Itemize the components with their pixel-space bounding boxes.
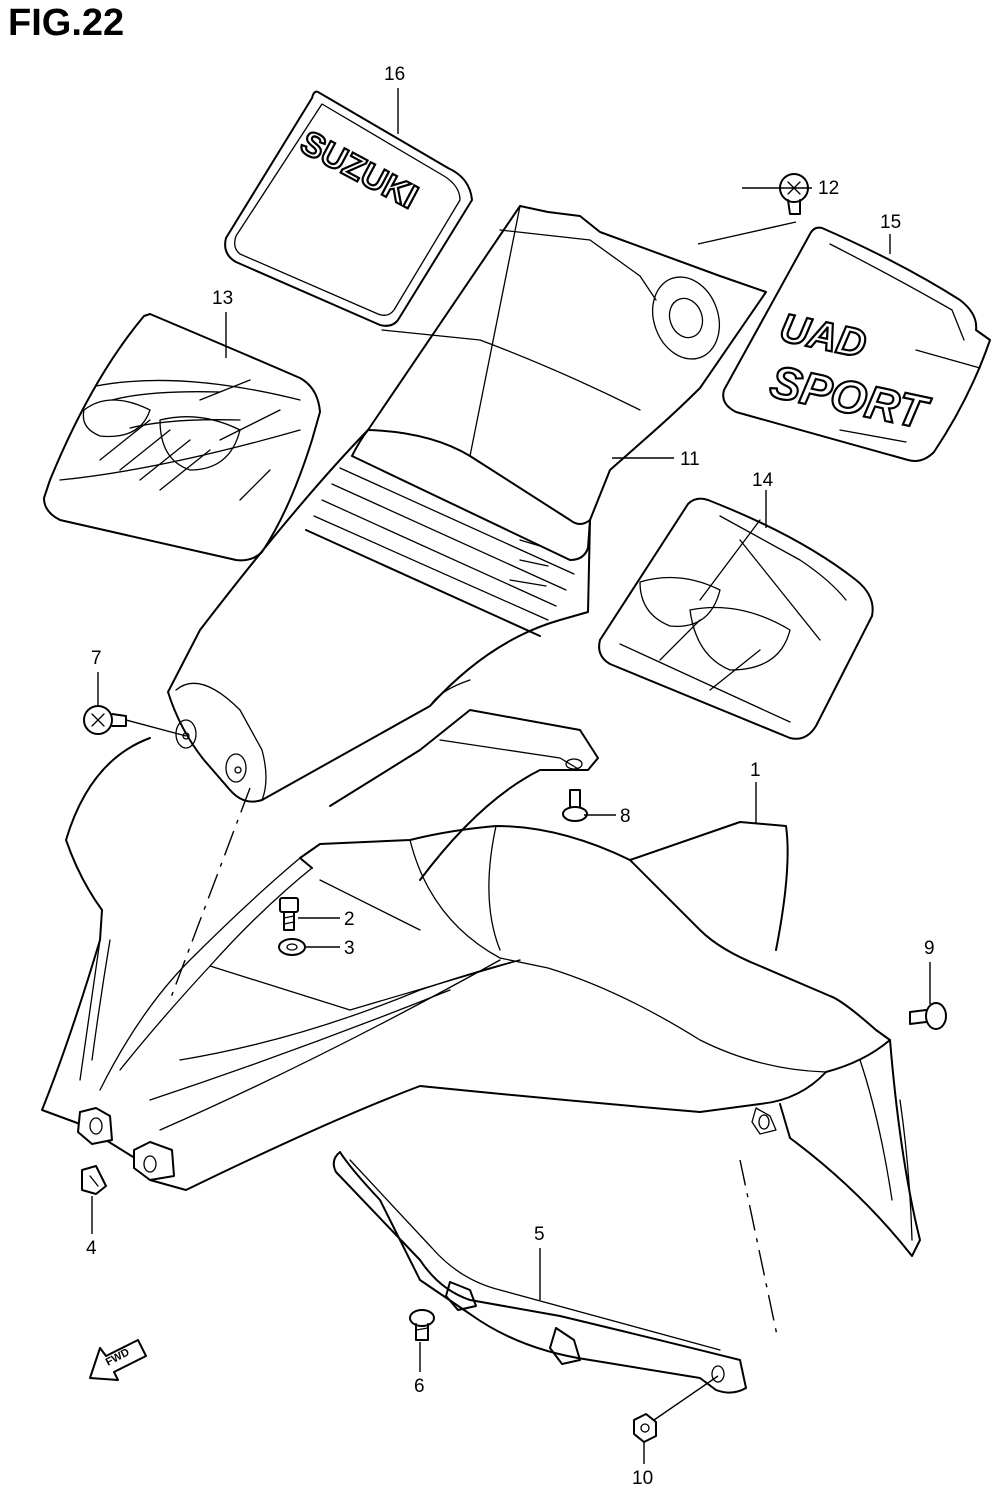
callout-1: 1 xyxy=(750,760,761,781)
part-7-screw xyxy=(83,705,127,735)
part-6-screw xyxy=(409,1309,435,1341)
part-16-suzuki-decal: SUZUKI xyxy=(224,90,473,327)
part-2-bolt xyxy=(279,897,299,931)
callout-11: 11 xyxy=(680,449,700,470)
callout-16: 16 xyxy=(384,64,405,85)
fwd-direction-arrow: FWD xyxy=(89,1339,147,1381)
callout-5: 5 xyxy=(534,1224,545,1245)
part-4-clip-nut xyxy=(81,1165,107,1195)
part-14-quadsport-decal-center xyxy=(598,497,874,740)
part-3-washer xyxy=(278,938,306,956)
part-9-screw xyxy=(909,1002,947,1030)
part-13-quadsport-decal-left xyxy=(43,313,321,562)
callout-9: 9 xyxy=(924,938,935,959)
leader-lines xyxy=(91,88,931,1464)
callout-numbers: 16 13 12 15 11 14 7 1 8 2 3 9 4 5 6 10 xyxy=(86,64,935,1489)
part-8-screw xyxy=(562,789,588,822)
callout-12: 12 xyxy=(818,178,839,199)
callout-3: 3 xyxy=(344,938,355,959)
callout-14: 14 xyxy=(752,470,774,491)
part-5-fender-brace xyxy=(332,1151,747,1394)
callout-15: 15 xyxy=(880,212,901,233)
part-15-quadsport-decal-right: UAD SPORT xyxy=(722,226,991,462)
figure-title: FIG.22 xyxy=(8,2,125,44)
callout-7: 7 xyxy=(91,648,102,669)
part-10-nut xyxy=(633,1413,657,1443)
suzuki-lettering: SUZUKI xyxy=(294,124,424,217)
part-12-screw xyxy=(779,173,809,215)
callout-6: 6 xyxy=(414,1376,425,1397)
callout-2: 2 xyxy=(344,909,355,930)
callout-10: 10 xyxy=(632,1468,653,1489)
callout-8: 8 xyxy=(620,806,631,827)
part-1-front-fender xyxy=(41,709,921,1341)
callout-13: 13 xyxy=(212,288,233,309)
callout-4: 4 xyxy=(86,1238,97,1259)
